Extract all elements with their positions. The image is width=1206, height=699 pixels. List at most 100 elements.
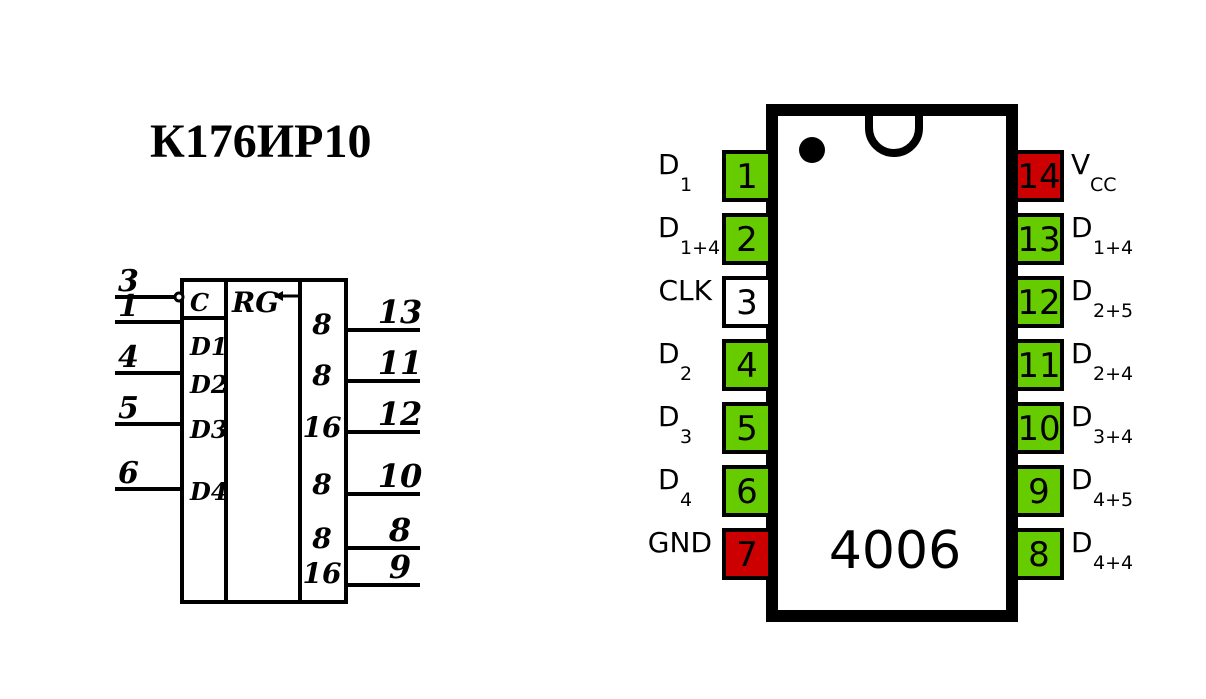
pin-3-name: CLK bbox=[658, 274, 712, 307]
ic-4006-package: 4006 bbox=[766, 104, 1018, 622]
pin-11: 11 D2+4 bbox=[1014, 337, 1133, 391]
pin-6-pad bbox=[722, 465, 772, 517]
pin-1-subscript: 1 bbox=[680, 174, 692, 196]
input-signal-label: D1 bbox=[189, 332, 228, 361]
pin-12: 12 D2+5 bbox=[1014, 274, 1133, 328]
pin-3-pad bbox=[722, 276, 772, 328]
input-clock: 3C bbox=[115, 264, 209, 317]
pin-8-pad bbox=[1014, 528, 1064, 580]
pin-13-number: 13 bbox=[1017, 220, 1060, 260]
pin-4-subscript: 2 bbox=[680, 363, 692, 385]
pin-7-name: GND bbox=[648, 526, 712, 559]
pin-4-name: D bbox=[658, 337, 680, 370]
pin-14: 14 VCC bbox=[1014, 148, 1117, 202]
pin-1-name: D bbox=[658, 148, 680, 181]
pin-7-pad bbox=[722, 528, 772, 580]
pin-9-number: 9 bbox=[1028, 472, 1050, 512]
pin-2-pad bbox=[722, 213, 772, 265]
output-bit-length: 8 bbox=[311, 468, 331, 501]
rg-arrow bbox=[274, 291, 298, 301]
input-d3: 5D3 bbox=[115, 391, 228, 444]
pin-1-number: 1 bbox=[736, 157, 758, 197]
pin-4-number: 4 bbox=[736, 346, 758, 386]
output-bit-length: 16 bbox=[303, 411, 342, 444]
pin-8-number: 8 bbox=[1028, 535, 1050, 575]
pin-2-number: 2 bbox=[736, 220, 758, 260]
pin-13-name: D bbox=[1071, 211, 1093, 244]
output-13: 8 13 bbox=[311, 293, 422, 341]
clock-inversion-bubble bbox=[173, 291, 185, 303]
input-signal-label: D2 bbox=[189, 370, 228, 399]
pin-11-pad bbox=[1014, 339, 1064, 391]
pin-11-name: D bbox=[1071, 337, 1093, 370]
register-label: RG bbox=[231, 286, 279, 319]
pin-14-subscript: CC bbox=[1090, 174, 1117, 196]
input-pin-number: 1 bbox=[118, 289, 139, 324]
pin-6-name: D bbox=[658, 463, 680, 496]
pin-10-subscript: 3+4 bbox=[1093, 426, 1133, 448]
pin-6-subscript: 4 bbox=[680, 489, 692, 511]
pin-11-number: 11 bbox=[1017, 346, 1060, 386]
output-9: 16 9 bbox=[303, 548, 420, 590]
pin-4-pad bbox=[722, 339, 772, 391]
pin-2: 2D1+4 bbox=[658, 211, 772, 265]
output-pin-number: 10 bbox=[378, 457, 423, 495]
pin-14-number: 14 bbox=[1017, 157, 1060, 197]
output-bit-length: 8 bbox=[311, 308, 331, 341]
pin-12-number: 12 bbox=[1017, 283, 1060, 323]
output-11: 8 11 bbox=[311, 344, 422, 392]
output-bit-length: 8 bbox=[311, 359, 331, 392]
pin-8-subscript: 4+4 bbox=[1093, 552, 1133, 574]
output-pin-number: 13 bbox=[378, 293, 423, 331]
pin-14-name: V bbox=[1071, 148, 1090, 181]
pin-5-number: 5 bbox=[736, 409, 758, 449]
pin-11-subscript: 2+4 bbox=[1093, 363, 1133, 385]
pin-1: 1D1 bbox=[658, 148, 772, 202]
pin-5: 5D3 bbox=[658, 400, 772, 454]
pin-5-pad bbox=[722, 402, 772, 454]
ic-notch bbox=[865, 116, 923, 157]
pin-10-name: D bbox=[1071, 400, 1093, 433]
input-pin-number: 5 bbox=[118, 391, 139, 426]
output-10: 8 10 bbox=[311, 457, 422, 501]
input-d2: 4D2 bbox=[115, 340, 228, 399]
ic-body bbox=[766, 104, 1018, 622]
k176ir10-schematic bbox=[180, 278, 348, 604]
input-pin-number: 4 bbox=[118, 340, 139, 375]
pin-12-subscript: 2+5 bbox=[1093, 300, 1133, 322]
pin-3: 3 CLK bbox=[658, 274, 772, 328]
output-pin-number: 11 bbox=[378, 344, 423, 382]
output-pin-number: 9 bbox=[389, 548, 411, 586]
pin-9-name: D bbox=[1071, 463, 1093, 496]
input-pin-number: 3 bbox=[118, 264, 139, 299]
input-signal-label: D4 bbox=[189, 477, 228, 506]
pin1-dot bbox=[799, 137, 825, 163]
pin-5-name: D bbox=[658, 400, 680, 433]
pin-12-name: D bbox=[1071, 274, 1093, 307]
output-bit-length: 8 bbox=[311, 522, 331, 555]
pin-9-pad bbox=[1014, 465, 1064, 517]
input-d1: 1D1 bbox=[115, 289, 228, 361]
input-signal-label: D3 bbox=[189, 415, 228, 444]
input-pin-number: 6 bbox=[118, 456, 139, 491]
output-bit-length: 16 bbox=[303, 557, 342, 590]
pin-2-subscript: 1+4 bbox=[680, 237, 720, 259]
pin-4: 4 D2 bbox=[658, 337, 772, 391]
pin-10-pad bbox=[1014, 402, 1064, 454]
pin-3-number: 3 bbox=[736, 283, 758, 323]
pin-1-pad bbox=[722, 150, 772, 202]
input-d4: 6D4 bbox=[115, 456, 228, 506]
pin-8-name: D bbox=[1071, 526, 1093, 559]
